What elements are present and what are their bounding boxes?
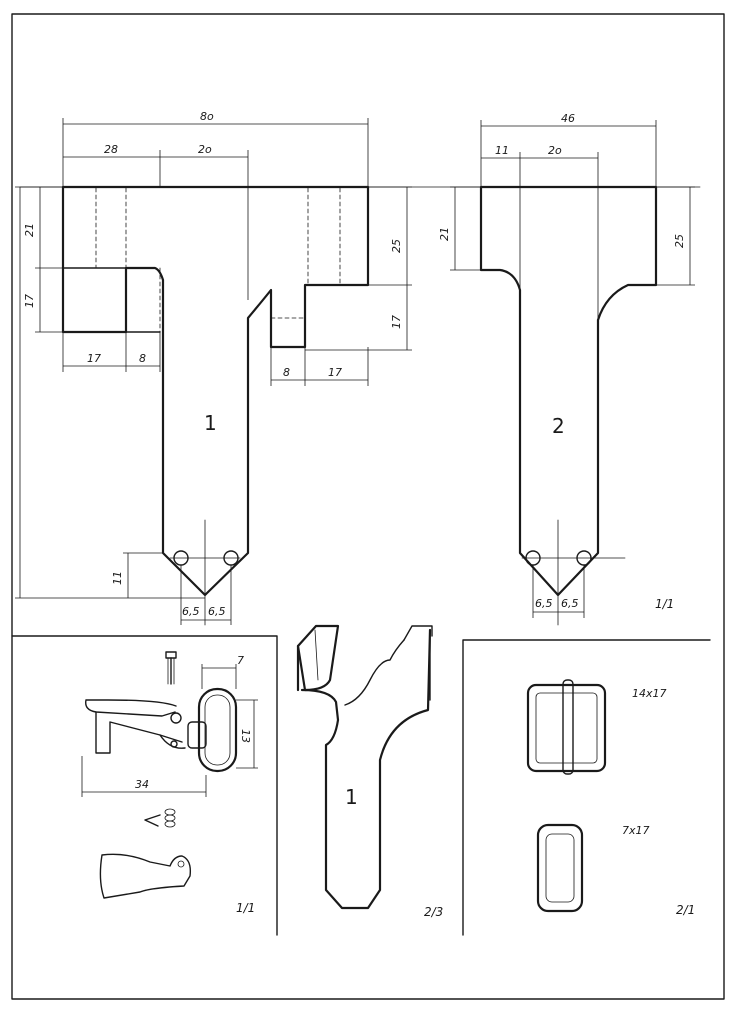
buckle-large: [526, 679, 607, 775]
clip-ring: [197, 687, 238, 773]
buckle-large-label: 14x17: [632, 687, 667, 700]
part2-dim-hole-left: 6,5: [535, 597, 553, 610]
clip-drawing: [85, 651, 238, 773]
buckle-panel-scale: 2/1: [676, 903, 695, 917]
part1-dim-left-fold-width: 8: [139, 352, 146, 365]
part1-dim-hole-right: 6,5: [208, 605, 226, 618]
buckle-small-label: 7x17: [622, 824, 650, 837]
part1-dim-left-flap-height: 17: [23, 294, 36, 308]
clip-panel-border: [11, 635, 278, 936]
part2-dim-right-height: 25: [673, 234, 686, 248]
part2-outline: [479, 185, 658, 597]
top-sheet-scale: 1/1: [655, 597, 674, 611]
clip-spring: [144, 808, 176, 828]
part2-dim-stem-width: 2o: [548, 144, 562, 157]
part1-dim-right-flap-width: 17: [328, 366, 342, 379]
part1-dim-right-tab-height: 25: [390, 239, 403, 253]
clip-dim-ring-height: 13: [239, 729, 252, 743]
part2-dim-overall-width: 46: [561, 112, 575, 125]
part1-dim-overall-width: 8o: [200, 110, 214, 123]
part1-dim-left-flap-width: 17: [87, 352, 101, 365]
folded-part1-drawing: 1: [296, 624, 433, 910]
part2-dim-left-width: 11: [495, 144, 509, 157]
part1-dim-right-flap-height: 17: [390, 315, 403, 329]
part2-dim-hole-right: 6,5: [561, 597, 579, 610]
clip-plate: [99, 853, 192, 899]
part1-dim-hole-left: 6,5: [182, 605, 200, 618]
part1-dim-left-width: 28: [104, 143, 118, 156]
clip-dim-overall-length: 34: [135, 778, 149, 791]
folded-panel-scale: 2/3: [424, 905, 443, 919]
part2-number: 2: [552, 414, 565, 438]
folded-part1-number: 1: [345, 785, 358, 809]
part2-dim-left-height: 21: [438, 227, 451, 241]
part1-drawing: 1: [61, 185, 370, 626]
buckle-small: [536, 823, 584, 913]
part1-dim-stem-width: 2o: [198, 143, 212, 156]
sheet-frame: [11, 13, 725, 1000]
part1-dim-right-fold-width: 8: [283, 366, 290, 379]
part1-number: 1: [204, 411, 217, 435]
clip-dim-ring-width: 7: [237, 654, 244, 667]
clip-panel-scale: 1/1: [236, 901, 255, 915]
part2-drawing: 2: [479, 185, 658, 626]
buckle-panel-border: [462, 639, 711, 936]
part1-dim-tip-height: 11: [111, 571, 124, 585]
part1-dim-left-tab-height: 21: [23, 223, 36, 237]
part1-outline: [61, 185, 370, 597]
